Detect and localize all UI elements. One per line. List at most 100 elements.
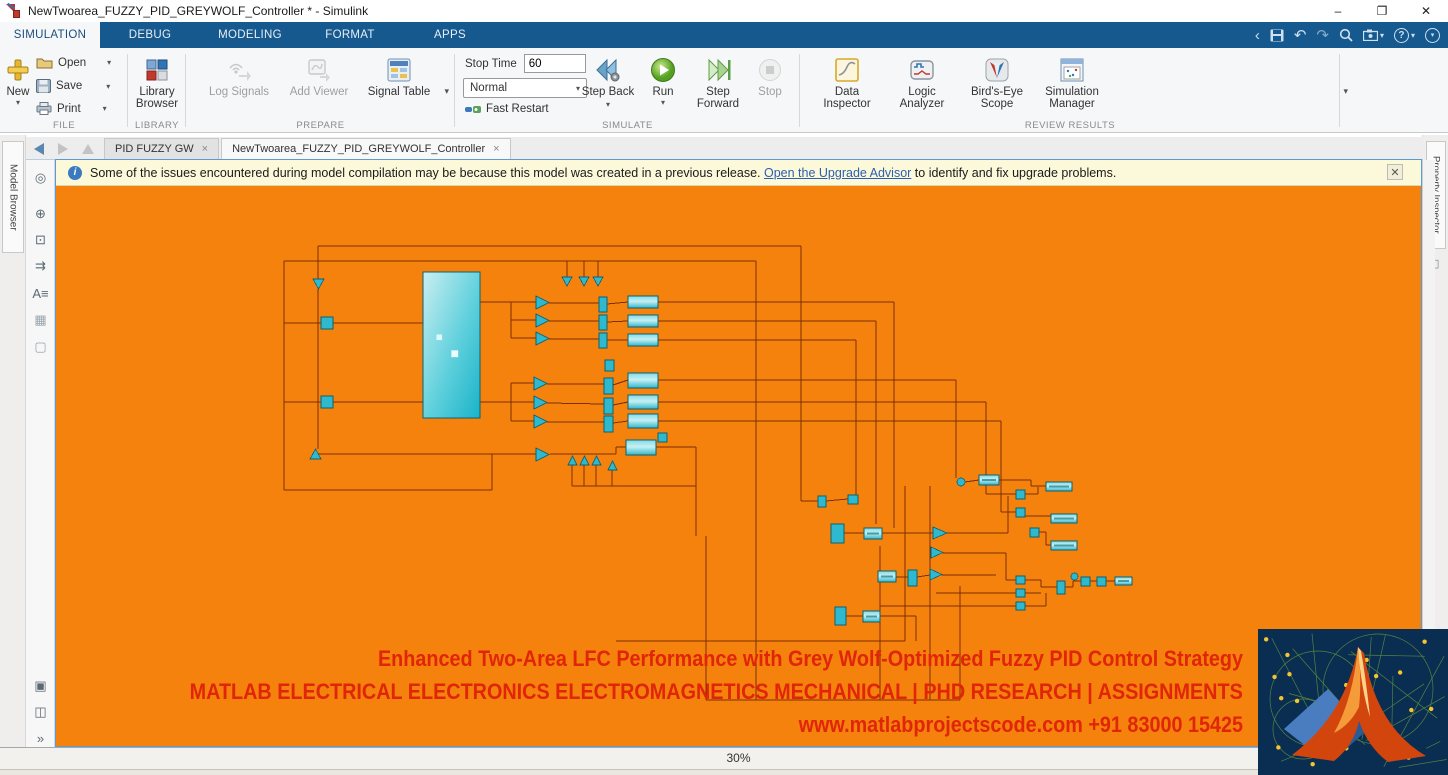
open-caret-icon[interactable]: ▾ (107, 58, 112, 67)
document-tab[interactable]: PID FUZZY GW× (104, 138, 220, 159)
ribbon-tab-modeling[interactable]: MODELING (218, 29, 282, 41)
diagram-block[interactable] (533, 376, 548, 391)
diagram-block[interactable] (533, 395, 548, 410)
diagram-block[interactable] (422, 271, 481, 419)
run-button[interactable]: Run ▾ (640, 55, 686, 107)
diagram-block[interactable] (598, 314, 608, 331)
minimize-ribbon-icon[interactable]: ▾ (1425, 27, 1440, 43)
diagram-block[interactable] (533, 414, 548, 429)
tab-close-icon[interactable]: × (201, 143, 209, 155)
diagram-block[interactable] (1015, 588, 1026, 598)
diagram-block[interactable] (627, 413, 659, 429)
tab-close-icon[interactable]: × (493, 143, 500, 155)
add-viewer-button[interactable]: Add Viewer (284, 55, 354, 98)
birds-eye-scope-button[interactable]: Bird's-Eye Scope (962, 55, 1032, 110)
diagram-block[interactable] (312, 278, 325, 290)
diagram-block[interactable] (309, 448, 322, 460)
diagram-block[interactable] (535, 295, 550, 310)
simulation-manager-button[interactable]: Simulation Manager (1037, 55, 1107, 110)
diagram-block[interactable] (603, 415, 614, 433)
diagram-block[interactable] (930, 546, 944, 559)
print-button[interactable]: Print ▾ (36, 102, 107, 115)
annotation-icon[interactable]: A≡ (32, 285, 49, 301)
log-signals-button[interactable]: Log Signals (204, 55, 274, 98)
diagram-block[interactable] (830, 523, 845, 544)
diagram-block[interactable] (627, 314, 659, 328)
undo-icon[interactable]: ↶ (1293, 27, 1307, 44)
fast-restart-button[interactable]: Fast Restart (465, 103, 549, 115)
diagram-block[interactable] (1070, 572, 1079, 581)
diagram-block[interactable] (591, 455, 602, 466)
diagram-block[interactable] (817, 495, 827, 508)
upgrade-advisor-link[interactable]: Open the Upgrade Advisor (764, 165, 912, 180)
minimize-icon[interactable]: – (1334, 4, 1342, 18)
new-caret-icon[interactable]: ▾ (15, 98, 20, 107)
diagram-block[interactable] (1015, 575, 1026, 585)
nav-back-icon[interactable] (34, 143, 44, 155)
stop-time-input[interactable] (523, 54, 586, 73)
collapse-chevron-icon[interactable]: ‹ (1254, 26, 1260, 44)
document-tab[interactable]: NewTwoarea_FUZZY_PID_GREYWOLF_Controller… (221, 138, 511, 159)
ribbon-tab-apps[interactable]: APPS (434, 29, 466, 41)
redo-icon[interactable]: ↷ (1316, 27, 1329, 44)
close-icon[interactable]: ✕ (1420, 4, 1432, 18)
simulation-mode-select[interactable]: Normal ▾ (463, 78, 587, 98)
nav-forward-icon[interactable] (58, 143, 68, 155)
ribbon-tab-debug[interactable]: DEBUG (128, 29, 172, 41)
ribbon-tab-simulation[interactable]: SIMULATION (0, 22, 100, 48)
print-caret-icon[interactable]: ▾ (102, 104, 107, 113)
diagram-block[interactable] (929, 568, 943, 581)
model-canvas[interactable]: Enhanced Two-Area LFC Performance with G… (56, 186, 1421, 746)
screenshot-icon[interactable]: ▣ (34, 678, 47, 693)
area-icon[interactable]: ▢ (34, 339, 47, 354)
fit-view-icon[interactable]: ⊡ (35, 232, 46, 247)
signal-routing-icon[interactable]: ⇉ (35, 258, 46, 273)
diagram-block[interactable] (627, 372, 659, 389)
diagram-block[interactable] (320, 395, 334, 409)
diagram-block[interactable] (625, 439, 657, 456)
save-caret-icon[interactable]: ▾ (106, 81, 111, 91)
diagram-block[interactable] (1015, 507, 1026, 518)
step-forward-button[interactable]: Step Forward (688, 55, 748, 110)
nav-up-icon[interactable] (82, 144, 94, 154)
diagram-block[interactable] (320, 316, 334, 330)
diagram-block[interactable] (603, 377, 614, 395)
diagram-block[interactable] (578, 276, 590, 287)
banner-close-icon[interactable]: ✕ (1387, 164, 1403, 180)
diagram-block[interactable] (834, 606, 847, 626)
screenshot-icon[interactable]: ▾ (1362, 29, 1384, 41)
diagram-block[interactable] (535, 447, 550, 462)
diagram-block[interactable] (847, 494, 859, 505)
diagram-block[interactable] (607, 460, 618, 471)
diagram-block[interactable] (1056, 580, 1066, 595)
signal-table-button[interactable]: Signal Table (364, 55, 434, 98)
diagram-block[interactable] (627, 333, 659, 347)
run-caret-icon[interactable]: ▾ (660, 98, 665, 107)
diagram-block[interactable] (1015, 489, 1026, 500)
stop-button[interactable]: Stop (750, 55, 790, 98)
data-inspector-button[interactable]: Data Inspector (812, 55, 882, 110)
diagram-block[interactable] (535, 313, 550, 328)
save-button[interactable]: Save ▾ (36, 79, 110, 93)
diagram-block[interactable] (604, 359, 615, 372)
scrollbar-gutter[interactable] (1422, 160, 1435, 747)
diagram-block[interactable] (603, 397, 614, 415)
open-button[interactable]: Open ▾ (36, 56, 111, 69)
diagram-block[interactable] (627, 295, 659, 309)
image-icon[interactable]: ▦ (34, 312, 47, 327)
diagram-block[interactable] (657, 432, 668, 443)
diagram-block[interactable] (907, 569, 918, 587)
diagram-block[interactable] (1029, 527, 1040, 538)
diagram-block[interactable] (598, 296, 608, 313)
search-icon[interactable] (1339, 28, 1353, 42)
diagram-block[interactable] (627, 394, 659, 410)
library-browser-button[interactable]: Library Browser (122, 55, 192, 110)
diagram-block[interactable] (956, 477, 966, 487)
diagram-block[interactable] (598, 332, 608, 349)
target-circle-icon[interactable]: ◎ (34, 170, 47, 185)
diagram-block[interactable] (1080, 576, 1091, 587)
expand-icon[interactable]: » (36, 730, 45, 746)
new-button[interactable]: New ▾ (0, 55, 44, 107)
diagram-block[interactable] (561, 276, 573, 287)
help-icon[interactable]: ?▾ (1393, 27, 1415, 43)
